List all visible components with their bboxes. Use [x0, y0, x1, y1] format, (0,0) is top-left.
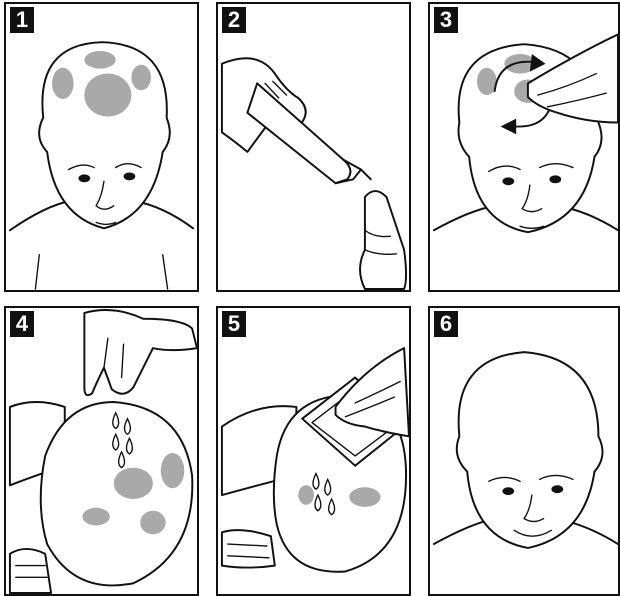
washing-scalp-illustration — [218, 308, 409, 594]
step-number-6: 6 — [434, 311, 458, 337]
patch-spot — [114, 468, 153, 499]
step-number-2: 2 — [222, 7, 246, 33]
step-5-panel: 5 — [216, 306, 411, 596]
step-2-panel: 2 — [216, 2, 411, 292]
step-6-panel: 6 — [428, 306, 620, 596]
hand-squeezing-tube-illustration — [218, 4, 409, 290]
step-4-panel: 4 — [4, 306, 199, 596]
patch-spot — [298, 485, 314, 505]
patch-spot — [52, 68, 74, 99]
patch-spot — [84, 74, 131, 117]
step-number-4: 4 — [10, 311, 34, 337]
patch-spot — [84, 51, 115, 69]
step-number-3: 3 — [434, 7, 458, 33]
patch-spot — [140, 511, 165, 535]
patch-spot — [477, 68, 497, 95]
step-number-1: 1 — [10, 7, 34, 33]
step-3-panel: 3 — [428, 2, 620, 292]
patch-spot — [82, 508, 109, 526]
step-number-5: 5 — [222, 311, 246, 337]
patch-spot — [161, 453, 185, 488]
patch-spot — [131, 65, 151, 90]
applying-drops-illustration — [6, 308, 197, 594]
clean-smiling-baby-illustration — [430, 308, 618, 594]
patch-spot — [349, 487, 380, 507]
baby-with-patches-illustration — [6, 4, 197, 290]
step-1-panel: 1 — [4, 2, 199, 292]
massaging-scalp-illustration — [430, 4, 618, 290]
